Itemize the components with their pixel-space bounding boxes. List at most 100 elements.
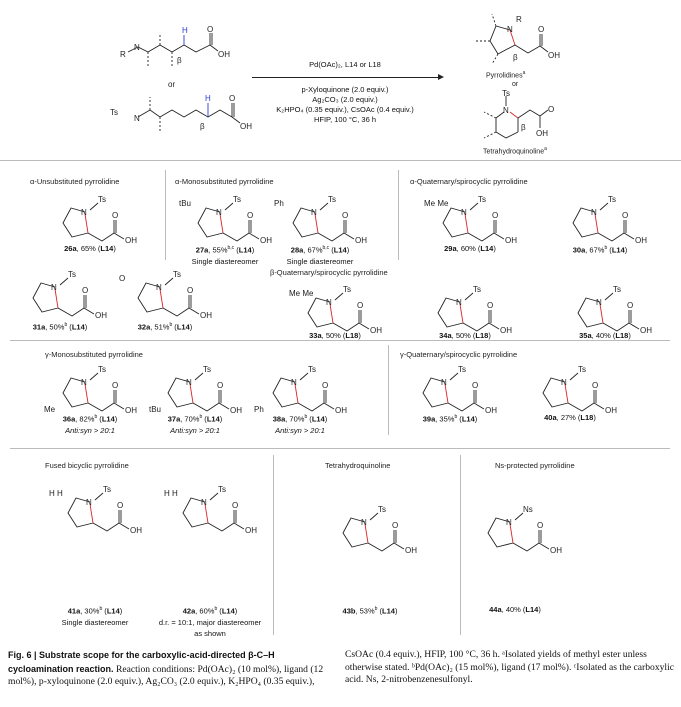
caption-left-text: Reaction conditions: Pd(OAc)₂ (10 mol%),…: [8, 663, 324, 688]
atom-o: O: [392, 521, 398, 530]
atom-oh: OH: [485, 406, 497, 415]
compound-id: 35a: [579, 331, 592, 340]
beta-label2: β: [200, 122, 205, 131]
divider: [273, 455, 274, 635]
atom-o: O: [342, 211, 348, 220]
compound-id: 39a: [422, 414, 436, 424]
substituent: tBu: [179, 199, 191, 208]
compound-label-36a: 36a, 82%b (L14)Anti:syn > 20:1: [62, 414, 118, 435]
ligand: L14: [206, 414, 220, 424]
atom-oh: OH: [130, 526, 142, 535]
atom-n: N: [134, 43, 140, 52]
caption-right: CsOAc (0.4 equiv.), HFIP, 100 °C, 36 h. …: [345, 649, 675, 685]
protecting-group: Ts: [308, 365, 316, 374]
compound-id: 33a: [309, 331, 322, 340]
atom-o: O: [592, 381, 598, 390]
protecting-group: Ts: [473, 285, 481, 294]
ligand: L14: [221, 606, 235, 616]
atom-o: O: [487, 301, 493, 310]
section-alpha-quat: α-Quaternary/spirocyclic pyrrolidine: [410, 177, 528, 186]
ligand: L14: [238, 245, 252, 255]
atom-o: O: [112, 211, 118, 220]
protecting-group: Ts: [343, 285, 351, 294]
footnote-marks: b: [99, 606, 103, 612]
substituent: tBu: [149, 405, 161, 414]
atom-oh: OH: [605, 406, 617, 415]
ligand: L18: [475, 331, 489, 340]
divider: [10, 340, 670, 341]
atom-oh: OH: [95, 311, 107, 320]
structure-37a: N Ts O OH tBu: [149, 365, 242, 415]
atom-ts: Ts: [110, 108, 118, 117]
compound-yield: 50%: [325, 331, 341, 340]
protecting-group: Ts: [478, 195, 486, 204]
substituent: H H: [164, 489, 178, 498]
compound-note: Anti:syn > 20:1: [275, 425, 325, 435]
atom-o: O: [622, 211, 628, 220]
atom-oh: OH: [505, 236, 517, 245]
divider: [460, 455, 461, 635]
structure-43b: N Ts O OH: [342, 505, 417, 555]
ligand: L14: [333, 245, 347, 255]
atom-o: O: [247, 211, 253, 220]
protecting-group: Ts: [578, 365, 586, 374]
pyrrolidine-product: N R O OH β: [476, 13, 560, 65]
structure-41a: N Ts O OH H H: [49, 485, 142, 535]
compound-label-41a: 41a, 30%b (L14)Single diastereomer: [61, 606, 129, 627]
ligand: L14: [525, 605, 539, 614]
atom-oh: OH: [125, 236, 137, 245]
section-beta-quat: β-Quaternary/spirocyclic pyrrolidine: [270, 268, 388, 277]
compound-id: 38a: [272, 414, 286, 424]
atom-oh: OH: [245, 526, 257, 535]
atom-n2: N: [134, 114, 140, 123]
atom-oh: OH: [355, 236, 367, 245]
compound-id: 42a: [182, 606, 196, 616]
beta-label4: β: [521, 123, 526, 132]
compound-note: d.r. = 10:1, major diastereomer: [158, 617, 262, 627]
footnote-marks: b: [304, 414, 308, 420]
compound-yield: 30%: [84, 606, 100, 616]
compound-id: 41a: [67, 606, 81, 616]
footnote-marks: b: [169, 322, 173, 328]
compound-id: 31a: [32, 322, 46, 332]
protecting-group: Ts: [173, 270, 181, 279]
compound-yield: 51%: [154, 322, 170, 332]
ligand: L14: [382, 606, 395, 616]
structure-30a: N Ts O OH: [572, 195, 647, 245]
ligand: L14: [611, 245, 625, 255]
protecting-group: Ts: [608, 195, 616, 204]
atom-n: N: [326, 298, 332, 307]
atom-n4: N: [503, 106, 509, 115]
structure-36a: N Ts O OH Me: [44, 365, 137, 415]
compound-id: 27a: [195, 245, 209, 255]
protecting-group: Ts: [328, 195, 336, 204]
condition-4: HFIP, 100 °C, 36 h: [313, 115, 377, 124]
atom-o: O: [117, 501, 123, 510]
compound-yield: 40%: [595, 331, 611, 340]
atom-r2: R: [516, 15, 522, 24]
ligand: L14: [71, 322, 85, 332]
atom-oh: OH: [218, 50, 230, 59]
atom-n: N: [291, 378, 297, 387]
atom-n: N: [81, 378, 87, 387]
protecting-group: Ts: [103, 485, 111, 494]
substituent: O: [119, 274, 125, 283]
section-alpha-mono: α-Monosubstituted pyrrolidine: [175, 177, 274, 186]
section-ns: Ns-protected pyrrolidine: [495, 461, 575, 470]
pyrrolidines-label: Pyrrolidinesa: [486, 70, 526, 80]
structure-26a: N Ts O OH: [62, 195, 137, 245]
atom-o: O: [472, 381, 478, 390]
compound-label-44a: 44a, 40% (L14): [489, 605, 541, 614]
atom-n: N: [201, 498, 207, 507]
reaction-arrow: [252, 77, 442, 78]
atom-oh2: OH: [240, 122, 252, 131]
compound-id: 43b: [342, 606, 356, 616]
compound-label-42a: 42a, 60%b (L14)d.r. = 10:1, major diaste…: [158, 606, 262, 638]
atom-n: N: [456, 298, 462, 307]
thq-label: Tetrahydroquinolinea: [483, 146, 547, 156]
structure-29a: N Ts O OH Me Me: [424, 195, 517, 245]
atom-n: N: [311, 208, 317, 217]
atom-n: N: [51, 283, 57, 292]
section-fused: Fused bicyclic pyrrolidine: [45, 461, 129, 470]
caption-title: Fig. 6 | Substrate scope for the carboxy…: [8, 650, 275, 674]
